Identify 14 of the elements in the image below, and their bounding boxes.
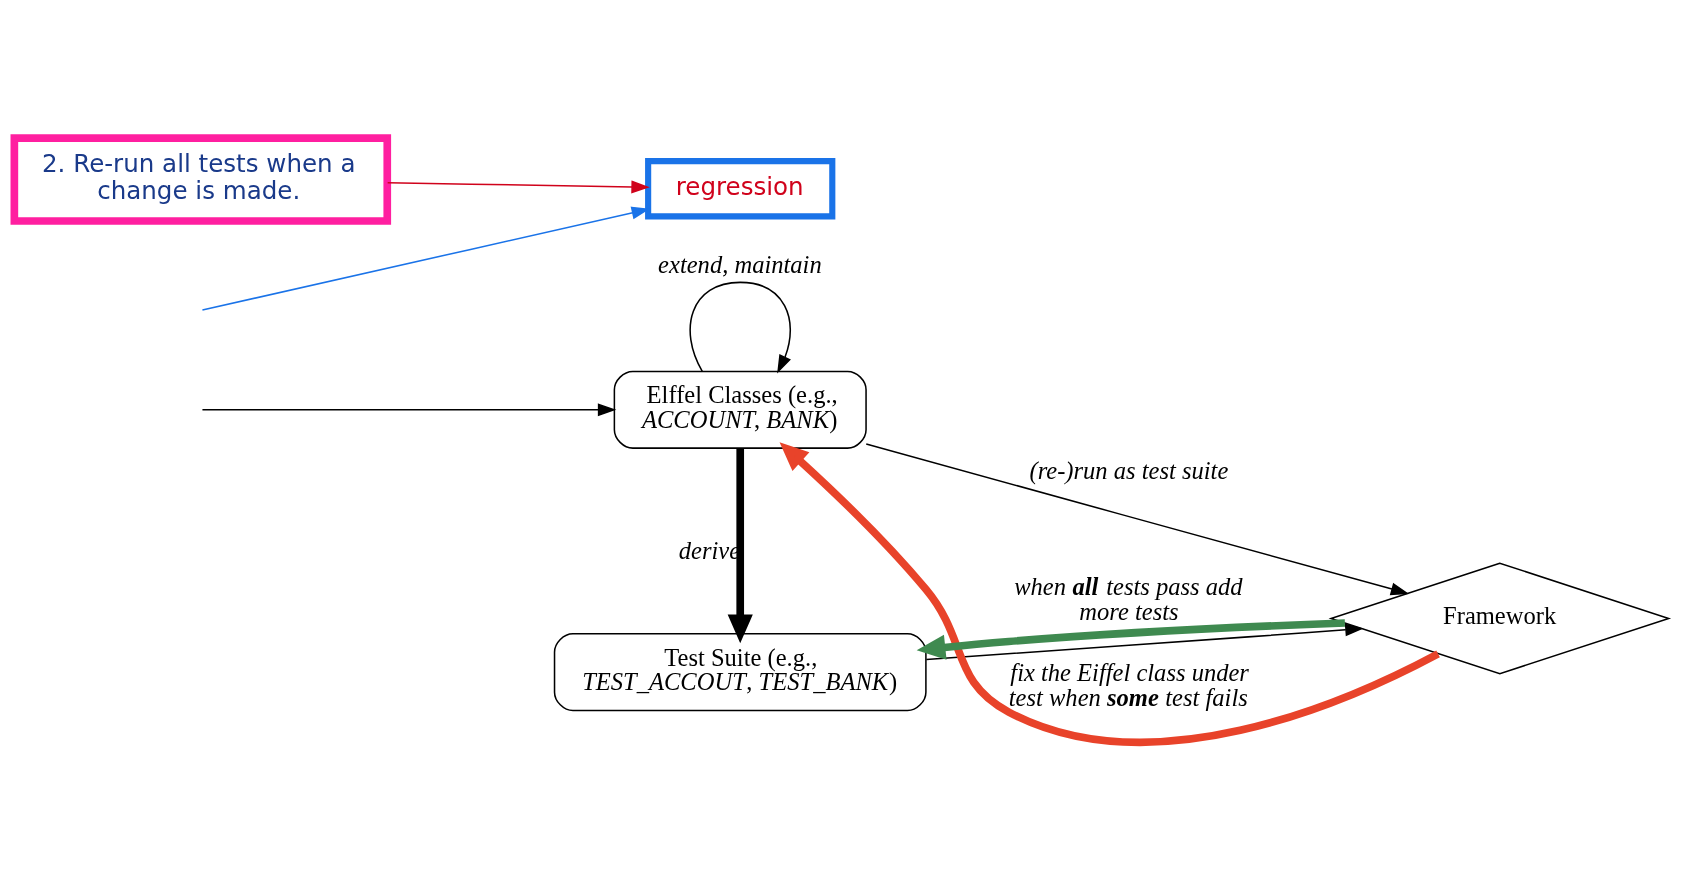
edge-label: (re-)run as test suite: [1029, 456, 1229, 484]
arrow: [689, 281, 792, 373]
arrow: [865, 442, 1410, 595]
arrow: [201, 402, 617, 416]
arrow: [386, 180, 650, 193]
edge-label: when all tests pass add more tests: [1014, 572, 1243, 625]
edge-label: fix the Eiffel class under test when some test fails: [1008, 658, 1249, 711]
node-diamond: Framework: [1328, 561, 1672, 674]
node-box: Test Suite (e.g., TEST_ACCOUT, TEST_BANK): [553, 632, 927, 711]
node-box: 2. Re-run all tests when a change is made.: [10, 133, 392, 225]
node-box: Elffel Classes (e.g., ACCOUNT, BANK): [613, 370, 867, 449]
arrow: [779, 441, 1440, 746]
node-box: regression: [645, 157, 836, 219]
edge-label: extend, maintain: [658, 250, 822, 278]
